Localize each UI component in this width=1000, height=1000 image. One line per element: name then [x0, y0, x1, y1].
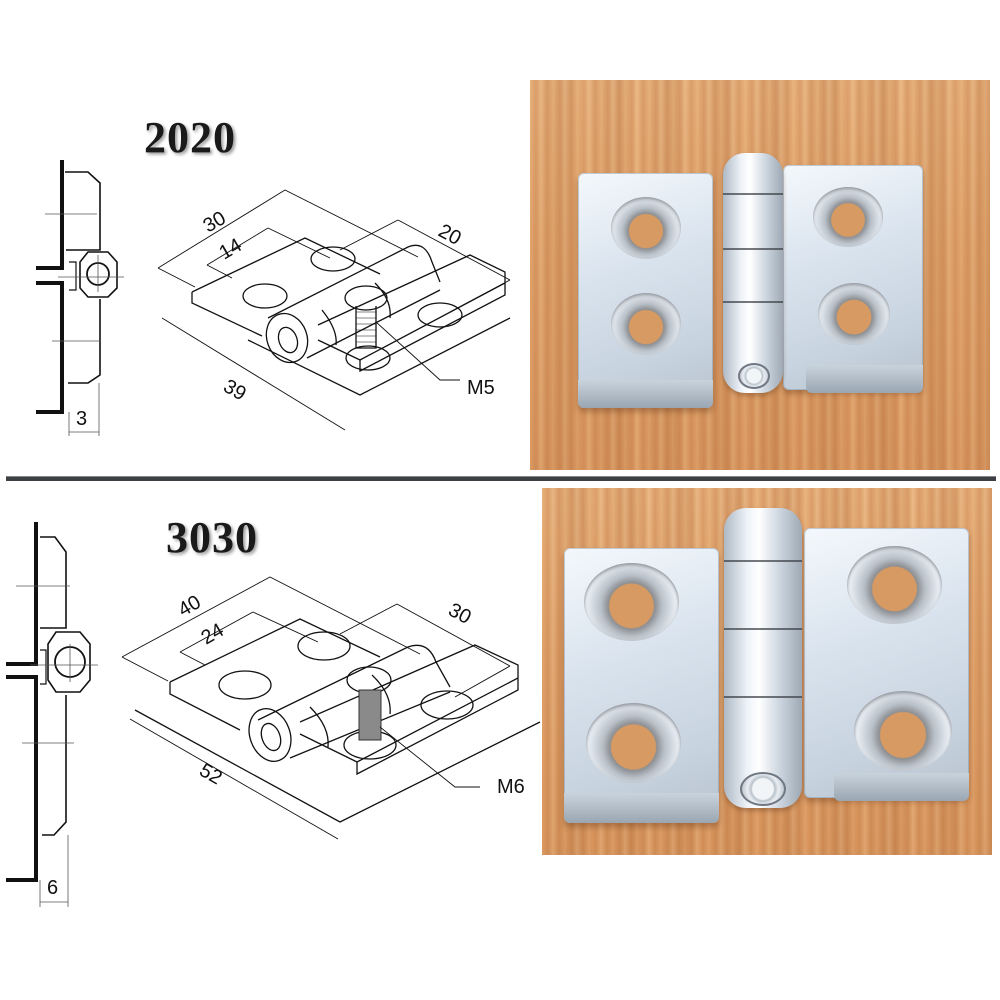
side-profile-drawing-2020: 3 — [36, 160, 511, 436]
product-photo-3030 — [542, 488, 992, 855]
hinge-3030-section: 3030 6 — [0, 482, 1000, 1000]
hole-spacing-label-2020: 14 — [216, 234, 246, 264]
model-title-3030: 3030 — [166, 513, 258, 562]
leaf-width-label-2020: 20 — [435, 220, 465, 250]
leaf-width-label-3030: 30 — [445, 599, 475, 629]
product-photo-2020 — [530, 80, 990, 470]
model-title-2020: 2020 — [144, 113, 236, 162]
hole-spacing-label-3030: 24 — [198, 619, 228, 649]
side-profile-drawing-3030: 6 — [6, 522, 541, 907]
overall-length-label-2020: 30 — [200, 207, 230, 237]
hinge-2020-section: 2020 3 — [0, 0, 1000, 476]
thickness-label-2020: 3 — [76, 408, 87, 430]
screw-size-label-3030: M6 — [497, 776, 525, 798]
thickness-label-3030: 6 — [47, 877, 58, 899]
overall-length-label-3030: 40 — [175, 591, 205, 621]
total-width-label-3030: 52 — [196, 759, 226, 789]
screw-size-label-2020: M5 — [467, 377, 495, 399]
section-divider — [6, 476, 996, 481]
isometric-drawing-3030 — [121, 576, 541, 840]
total-width-label-2020: 39 — [220, 375, 250, 405]
isometric-drawing-2020 — [157, 189, 511, 431]
